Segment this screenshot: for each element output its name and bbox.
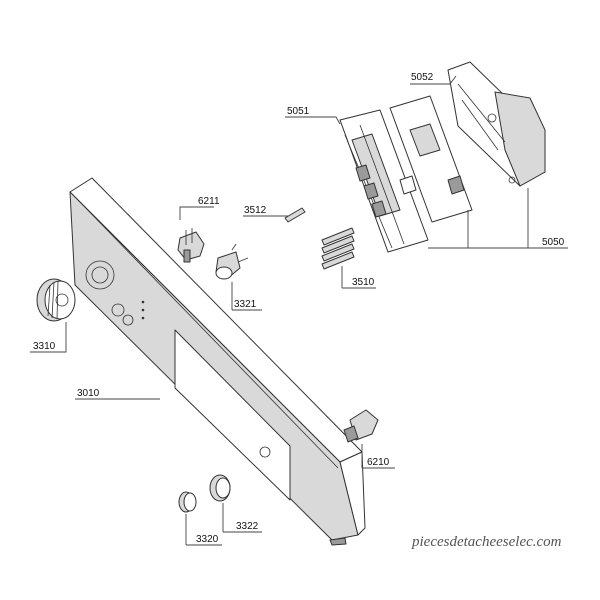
label-3320: 3320 <box>196 534 219 545</box>
label-5050: 5050 <box>542 237 565 248</box>
label-5051: 5051 <box>287 106 310 117</box>
label-3010: 3010 <box>77 388 100 399</box>
label-3510: 3510 <box>352 277 375 288</box>
part-labels: 6211 3512 3321 3510 5051 5052 5050 6210 … <box>33 72 565 545</box>
control-panel-3010 <box>69 177 366 546</box>
switch-6210 <box>343 409 379 443</box>
label-3310: 3310 <box>33 341 56 352</box>
ring-3322 <box>209 474 231 502</box>
label-3321: 3321 <box>234 299 257 310</box>
leader-lines <box>30 75 568 546</box>
pin-3512 <box>284 207 306 223</box>
pcb-plate-5050 <box>389 95 473 223</box>
switch-6211 <box>177 228 205 263</box>
watermark-text: piecesdetacheeselec.com <box>411 534 562 550</box>
knob-3310 <box>36 278 76 322</box>
label-5052: 5052 <box>411 72 434 83</box>
switch-3321 <box>215 243 249 280</box>
label-3322: 3322 <box>236 521 259 532</box>
label-3512: 3512 <box>244 205 267 216</box>
led-set-3510 <box>321 227 355 270</box>
board-frame-5051 <box>339 109 429 253</box>
label-6210: 6210 <box>367 457 390 468</box>
label-6211: 6211 <box>198 196 220 207</box>
rear-housing-5052 <box>447 61 546 187</box>
button-3320 <box>178 491 197 513</box>
